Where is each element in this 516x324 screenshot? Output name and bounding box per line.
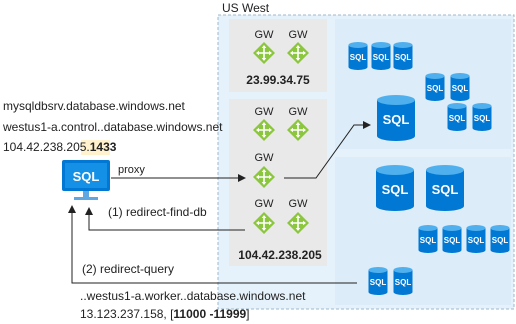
worker-address: 13.123.237.158, [11000 -11999] <box>80 307 250 321</box>
sql-database-label: SQL <box>444 236 461 245</box>
svg-text:GW: GW <box>289 198 309 210</box>
client-hostname: mysqldbsrv.database.windows.net <box>3 99 186 113</box>
sql-database-icon: SQL <box>447 103 467 131</box>
sql-database-label: SQL <box>420 236 437 245</box>
client-ip: 104.42.238.205.1433 <box>3 140 117 154</box>
sql-database-icon: SQL <box>368 267 388 295</box>
proxy-label: proxy <box>118 164 145 176</box>
sql-database-icon: SQL <box>466 225 486 253</box>
sql-database-label: SQL <box>474 114 491 123</box>
sql-database-icon: SQL <box>377 95 415 141</box>
sql-database-label: SQL <box>395 53 412 62</box>
port-highlight <box>81 140 110 155</box>
sql-database-icon: SQL <box>490 225 510 253</box>
gateway-node: GW <box>286 106 310 142</box>
sql-database-label: SQL <box>452 84 469 93</box>
sql-database-icon: SQL <box>393 42 413 70</box>
region-label: US West <box>222 1 270 15</box>
sql-database-icon: SQL <box>450 73 470 101</box>
gateway-node: GW <box>252 106 276 142</box>
sql-database-label: SQL <box>492 236 509 245</box>
svg-text:GW: GW <box>289 106 309 118</box>
sql-database-icon: SQL <box>371 42 391 70</box>
sql-database-icon: SQL <box>426 165 464 211</box>
client-control-host: westus1-a.control..database.windows.net <box>2 120 223 134</box>
sql-database-icon: SQL <box>376 165 414 211</box>
sql-database-label: SQL <box>350 53 367 62</box>
gateway-group-2 <box>229 99 327 266</box>
sql-database-label: SQL <box>382 182 409 197</box>
sql-database-icon: SQL <box>425 73 445 101</box>
gateway-node: GW <box>252 29 276 65</box>
svg-text:GW: GW <box>255 106 275 118</box>
client-sql-icon: SQL <box>62 160 110 200</box>
svg-text:GW: GW <box>289 29 309 41</box>
gateway-ip-2: 104.42.238.205 <box>238 248 322 262</box>
svg-text:SQL: SQL <box>73 169 100 184</box>
svg-text:GW: GW <box>255 198 275 210</box>
redirect-find-db-arrow <box>85 207 245 231</box>
sql-database-label: SQL <box>373 53 390 62</box>
sql-database-icon: SQL <box>348 42 368 70</box>
gateway-node: GW <box>252 152 276 189</box>
sql-database-icon: SQL <box>418 225 438 253</box>
gateway-to-db-arrow <box>284 121 371 179</box>
gateway-group-1 <box>229 19 327 92</box>
sql-database-label: SQL <box>395 278 412 287</box>
sql-database-label: SQL <box>427 84 444 93</box>
sql-database-label: SQL <box>432 182 459 197</box>
sql-database-icon: SQL <box>393 267 413 295</box>
svg-text:GW: GW <box>255 152 275 164</box>
gateway-node: GW <box>286 198 310 235</box>
sql-database-label: SQL <box>370 278 387 287</box>
worker-port-range: 11000 -11999 <box>173 307 246 321</box>
database-icons: SQL SQL SQL SQL SQL SQL SQL SQL SQL SQL SQL SQL SQL S… <box>348 42 510 295</box>
svg-text:GW: GW <box>255 29 275 41</box>
redirect-query-arrow <box>68 205 357 284</box>
redirect-query-label: (2) redirect-query <box>82 262 174 276</box>
sql-database-label: SQL <box>468 236 485 245</box>
sql-database-icon: SQL <box>442 225 462 253</box>
worker-host: ..westus1-a.worker..database.windows.net <box>80 289 306 303</box>
gateway-node: GW <box>286 29 310 65</box>
sql-database-label: SQL <box>449 114 466 123</box>
redirect-find-db-label: (1) redirect-find-db <box>108 205 207 219</box>
sql-database-icon: SQL <box>472 103 492 131</box>
gateway-ip-1: 23.99.34.75 <box>246 73 310 87</box>
sql-database-label: SQL <box>383 112 410 127</box>
gateway-node: GW <box>252 198 276 235</box>
client-port: 1433 <box>90 140 117 154</box>
